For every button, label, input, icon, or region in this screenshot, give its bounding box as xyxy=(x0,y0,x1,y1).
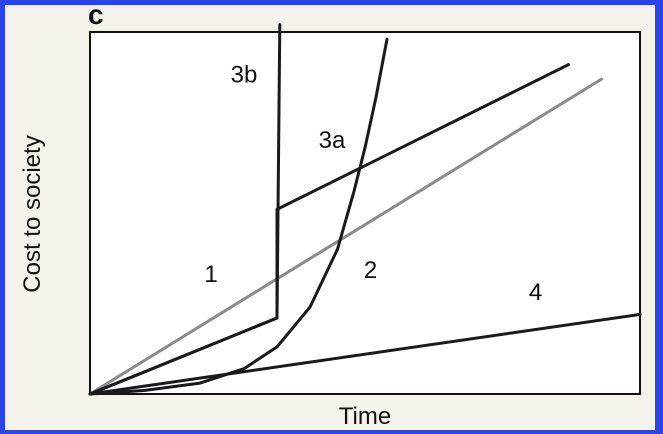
series-layer xyxy=(88,23,642,396)
series-line-2 xyxy=(88,37,389,396)
series-line-3b xyxy=(88,23,282,396)
series-label-3a: 3a xyxy=(319,127,346,154)
annotation-layer: 3b 3a 1 2 4 xyxy=(204,62,542,306)
series-label-4: 4 xyxy=(529,279,542,306)
series-line-1 xyxy=(88,77,603,396)
x-axis-label: Time xyxy=(339,403,391,430)
series-label-1: 1 xyxy=(204,261,217,288)
series-label-2: 2 xyxy=(364,257,377,284)
panel-label: c xyxy=(88,0,104,30)
y-axis-label: Cost to society xyxy=(19,135,46,292)
series-label-3b: 3b xyxy=(231,62,258,89)
series-line-4 xyxy=(88,312,642,396)
plot-area xyxy=(89,31,641,395)
